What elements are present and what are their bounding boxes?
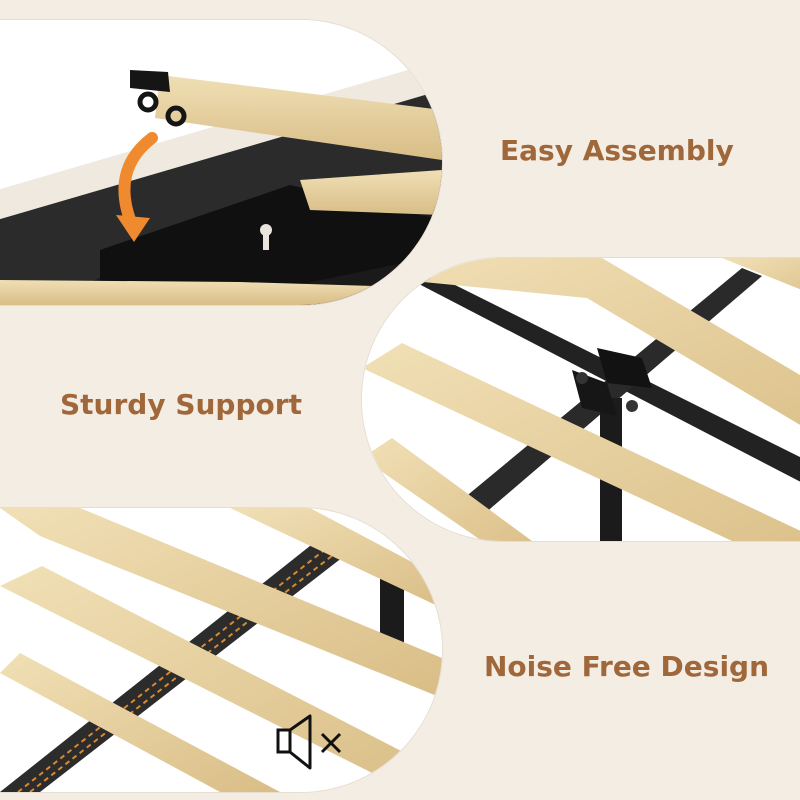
noise-free-design-image: [0, 508, 442, 792]
easy-assembly-label: Easy Assembly: [500, 134, 734, 167]
easy-assembly-image: [0, 20, 442, 305]
noise-free-design-label: Noise Free Design: [484, 650, 770, 683]
sturdy-support-label: Sturdy Support: [60, 388, 302, 421]
speaker-muted-icon: [272, 712, 348, 772]
sturdy-support-image: [362, 258, 800, 541]
